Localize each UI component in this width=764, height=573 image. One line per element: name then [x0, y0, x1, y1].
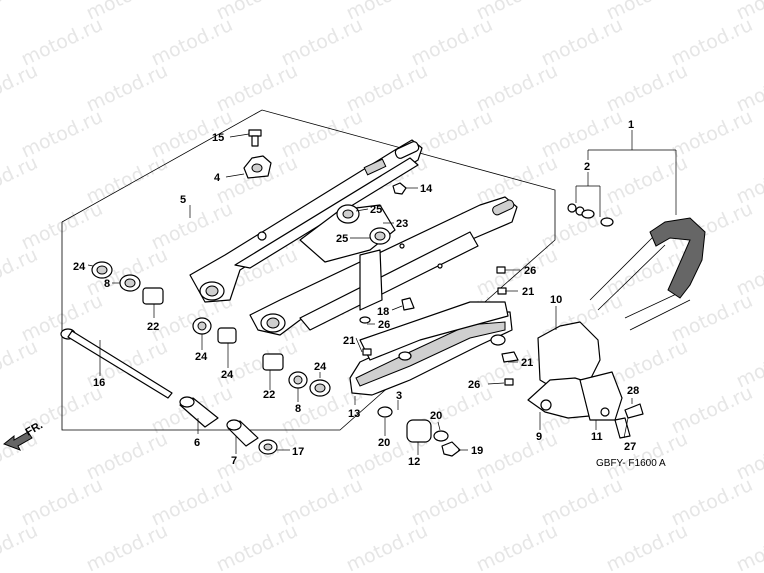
- watermark-text: motod.ru: [603, 520, 691, 573]
- chain-slider: [349, 301, 513, 396]
- callout-28: 28: [627, 385, 639, 397]
- callout-8b: 8: [295, 403, 301, 415]
- callout-26a: 26: [524, 265, 536, 277]
- callout-5: 5: [180, 194, 186, 206]
- callout-24a: 24: [73, 261, 86, 273]
- swingarm: [189, 139, 518, 336]
- callout-15: 15: [212, 132, 224, 144]
- bearing-set-right: [262, 353, 331, 397]
- bolt-15: [248, 129, 262, 147]
- callout-8a: 8: [104, 278, 110, 290]
- watermark-text: motod.ru: [83, 520, 171, 573]
- callout-22b: 22: [263, 389, 275, 401]
- callout-21c: 21: [521, 357, 533, 369]
- watermark-text: motod.ru: [473, 520, 561, 573]
- callout-16: 16: [93, 377, 105, 389]
- callout-26b: 26: [378, 319, 390, 331]
- watermark-text: motod.ru: [0, 0, 41, 25]
- callout-10: 10: [550, 294, 562, 306]
- callout-2: 2: [584, 161, 590, 173]
- drive-chain: [567, 203, 706, 331]
- callout-26c: 26: [468, 379, 480, 391]
- callout-21a: 21: [522, 286, 534, 298]
- watermark-text: motod.ru: [0, 244, 41, 301]
- callout-19: 19: [471, 445, 483, 457]
- callout-20b: 20: [378, 437, 390, 449]
- bolt-14: [392, 182, 407, 195]
- watermark-text: motod.ru: [0, 336, 41, 393]
- callout-9: 9: [536, 431, 542, 443]
- bracket-4: [243, 155, 272, 179]
- watermark-text: motod.ru: [733, 428, 764, 485]
- callout-25b: 25: [336, 233, 348, 245]
- callout-24d: 24: [314, 361, 327, 373]
- callout-13: 13: [348, 408, 360, 420]
- callout-11: 11: [591, 431, 603, 443]
- callout-24b: 24: [195, 351, 208, 363]
- callout-23: 23: [396, 218, 408, 230]
- leader-lines: [87, 130, 677, 455]
- watermark-text: motod.ru: [343, 520, 431, 573]
- watermark-text: motod.ru: [733, 152, 764, 209]
- callout-12: 12: [408, 456, 420, 468]
- watermark-text: motod.ru: [733, 336, 764, 393]
- roller-12: [377, 406, 461, 457]
- assembly-outline: [61, 109, 556, 431]
- watermark-text: motod.ru: [0, 60, 41, 117]
- callout-7: 7: [231, 455, 237, 467]
- callout-1: 1: [628, 119, 634, 131]
- callout-21b: 21: [343, 335, 355, 347]
- watermark-text: motod.ru: [213, 520, 301, 573]
- watermark-text: motod.ru: [733, 244, 764, 301]
- chain-guide-bracket: [527, 321, 623, 421]
- watermark-text: motod.ru: [733, 60, 764, 117]
- pivot-bolt-16: [60, 328, 173, 399]
- callout-27: 27: [624, 441, 636, 453]
- callout-22a: 22: [147, 321, 159, 333]
- callout-17: 17: [292, 446, 304, 458]
- washer-25: [336, 204, 391, 245]
- callout-25a: 25: [370, 204, 382, 216]
- callout-4: 4: [214, 172, 221, 184]
- watermark-text: motod.ru: [0, 152, 41, 209]
- callout-3: 3: [396, 390, 402, 402]
- callout-14: 14: [420, 183, 433, 195]
- watermark-text: motod.ru: [0, 520, 41, 573]
- callout-18: 18: [377, 306, 389, 318]
- small-bolts: [359, 266, 644, 439]
- bearing-set-left: [91, 261, 237, 344]
- figure-code: GBFY- F1600 A: [596, 458, 666, 469]
- callout-6: 6: [194, 437, 200, 449]
- callout-labels: 15 4 14 5 25 23 25 24 8 22 24 24 24 22 8…: [73, 119, 639, 468]
- callout-20a: 20: [430, 410, 442, 422]
- callout-24c: 24: [221, 369, 234, 381]
- collars-6-7-17: [179, 396, 278, 455]
- watermark-text: motod.ru: [733, 520, 764, 573]
